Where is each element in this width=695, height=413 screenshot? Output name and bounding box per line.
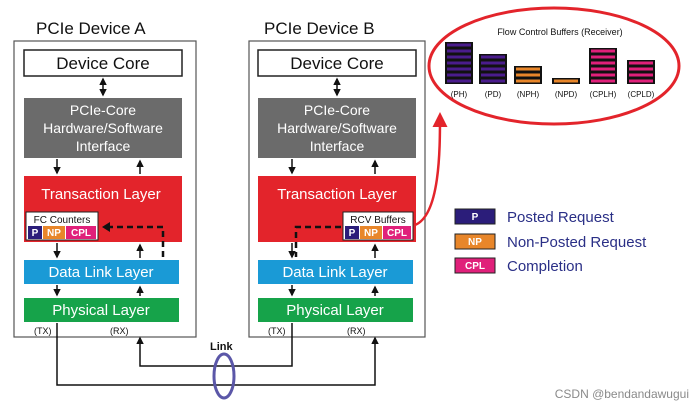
buffer-slot: [591, 73, 615, 77]
device-a-np-badge: [43, 226, 65, 239]
buffer-slot: [591, 61, 615, 65]
device-b-counter-label: RCV Buffers: [350, 215, 405, 226]
device-a-cpl-badge-text: CPL: [71, 228, 91, 239]
device-b-datalink-label: Data Link Layer: [282, 264, 387, 281]
buffer-slot: [629, 61, 653, 65]
device-b-core-label: Device Core: [290, 54, 384, 73]
buffer-slot: [481, 61, 505, 65]
buffer-slot: [447, 61, 471, 65]
device-b-interface-line3: Interface: [310, 138, 365, 154]
device-b-core-box: [257, 49, 417, 77]
buffer-slot: [481, 73, 505, 77]
flow-control-buffers: (PH) (PD) (NPH) (NPD) (CPLH) (CPLD): [445, 42, 655, 99]
device-b-p-badge: [345, 226, 359, 239]
device-b-physical-label: Physical Layer: [286, 302, 384, 319]
buffer-caption: (NPH): [517, 90, 540, 99]
legend: P Posted Request NP Non-Posted Request C…: [454, 208, 647, 275]
device-a-core-label: Device Core: [56, 54, 150, 73]
device-a-interface-line1: PCIe-Core: [70, 102, 136, 118]
device-b-rx-label: (RX): [347, 326, 366, 336]
device-a-core-box: [23, 49, 183, 77]
buffer-slot: [447, 49, 471, 53]
legend-posted-text: Posted Request: [507, 209, 615, 226]
device-b-np-badge-text: NP: [364, 228, 378, 239]
legend-p-swatch: [454, 208, 496, 225]
buffer-slot: [629, 79, 653, 83]
flow-control-callout: [427, 6, 681, 126]
device-b-cpl-badge-text: CPL: [387, 228, 407, 239]
flow-control-title: Flow Control Buffers (Receiver): [497, 27, 622, 37]
buffer-caption: (PD): [485, 90, 502, 99]
device-b-dashed-update-path: [294, 225, 341, 257]
buffer-caption: (CPLH): [590, 90, 617, 99]
device-a-dashed-update-path: [104, 225, 165, 257]
watermark: CSDN @bendandawugui: [555, 387, 689, 401]
buffer-caption: (NPD): [555, 90, 578, 99]
legend-np-swatch: [454, 233, 496, 250]
device-b-title: PCIe Device B: [264, 19, 375, 38]
device-a-tx-label: (TX): [34, 326, 52, 336]
device-a-p-badge-text: P: [32, 228, 39, 239]
buffer-caption: (CPLD): [628, 90, 655, 99]
device-b-interface-line1: PCIe-Core: [304, 102, 370, 118]
device-a-physical-label: Physical Layer: [52, 302, 150, 319]
device-b-np-badge: [360, 226, 382, 239]
buffer-slot: [516, 73, 540, 77]
device-b-cpl-badge: [383, 226, 411, 239]
legend-cpl-swatch: [454, 257, 496, 274]
buffer-slot: [447, 43, 471, 47]
legend-nonposted-text: Non-Posted Request: [507, 234, 647, 251]
device-a: PCIe Device A Device Core PCIe-Core Hard…: [13, 19, 197, 338]
buffer-slot: [447, 67, 471, 71]
device-b-interface-box: [258, 98, 416, 158]
buffer-slot: [591, 67, 615, 71]
device-a-rx-label: (RX): [110, 326, 129, 336]
device-b-physical-box: [258, 298, 413, 322]
device-a-transaction-label: Transaction Layer: [41, 186, 161, 203]
device-a-interface-box: [24, 98, 182, 158]
legend-p-badge: P: [472, 212, 479, 223]
link-label: Link: [210, 341, 233, 353]
buffer-slot: [516, 67, 540, 71]
buffer-slot: [481, 55, 505, 59]
device-b: PCIe Device B Device Core PCIe-Core Hard…: [248, 19, 426, 338]
link: Link: [56, 323, 379, 400]
device-a-datalink-label: Data Link Layer: [48, 264, 153, 281]
device-a-datalink-box: [24, 260, 179, 284]
buffer-slot: [629, 67, 653, 71]
legend-cpl-badge: CPL: [465, 261, 485, 272]
buffer-slot: [591, 79, 615, 83]
device-b-interface-line2: Hardware/Software: [277, 120, 397, 136]
callout-arrow: [414, 112, 448, 227]
buffer-slot: [591, 49, 615, 53]
legend-completion-text: Completion: [507, 258, 583, 275]
device-b-transaction-label: Transaction Layer: [277, 186, 397, 203]
buffer-slot: [481, 79, 505, 83]
buffer-slot: [554, 79, 578, 83]
device-a-dashed-arrowhead: [102, 222, 110, 232]
buffer-slot: [481, 67, 505, 71]
buffer-caption: (PH): [451, 90, 468, 99]
device-b-datalink-box: [258, 260, 413, 284]
legend-np-badge: NP: [468, 237, 482, 248]
device-a-interface-line2: Hardware/Software: [43, 120, 163, 136]
device-a-counter-label: FC Counters: [34, 215, 91, 226]
device-a-np-badge-text: NP: [47, 228, 61, 239]
device-a-p-badge: [28, 226, 42, 239]
device-b-p-badge-text: P: [349, 228, 356, 239]
buffer-slot: [516, 79, 540, 83]
buffer-slot: [447, 55, 471, 59]
device-a-cpl-badge: [66, 226, 96, 239]
buffer-slot: [629, 73, 653, 77]
buffer-stack-cplh: [589, 48, 617, 84]
link-ring: [212, 352, 236, 400]
device-a-title: PCIe Device A: [36, 19, 146, 38]
buffer-slot: [447, 73, 471, 77]
device-a-interface-line3: Interface: [76, 138, 131, 154]
buffer-slot: [447, 79, 471, 83]
device-a-physical-box: [24, 298, 179, 322]
buffer-slot: [591, 55, 615, 59]
device-b-tx-label: (TX): [268, 326, 286, 336]
